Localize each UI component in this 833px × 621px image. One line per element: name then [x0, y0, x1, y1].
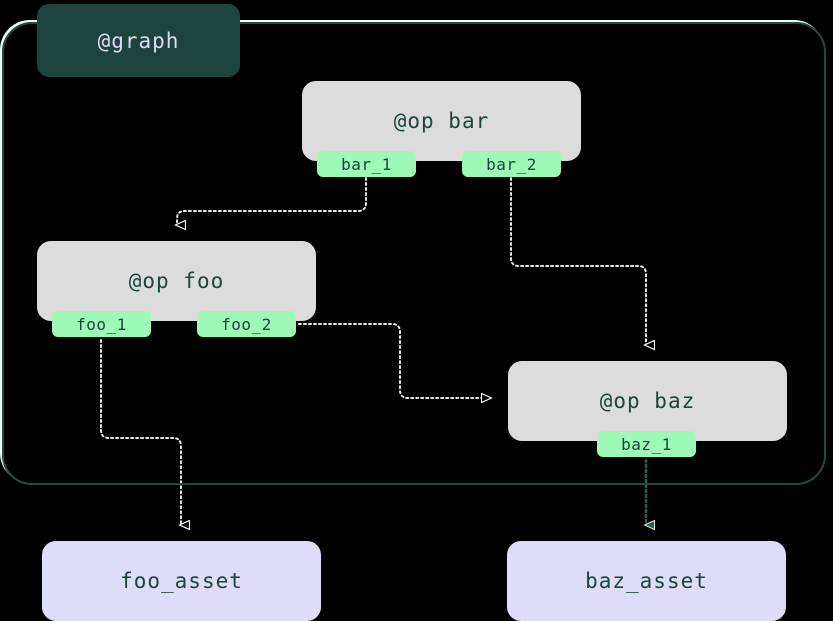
op-node-bar-label: @op bar [393, 109, 490, 133]
op-node-baz[interactable]: @op baz [508, 361, 787, 441]
port-bar-2-label: bar_2 [486, 154, 537, 174]
asset-node-baz-asset-label: baz_asset [585, 569, 708, 593]
port-bar-2[interactable]: bar_2 [462, 151, 561, 177]
asset-node-baz-asset[interactable]: baz_asset [507, 541, 786, 621]
op-node-foo[interactable]: @op foo [37, 241, 316, 321]
port-foo-1[interactable]: foo_1 [52, 311, 151, 337]
op-node-bar[interactable]: @op bar [302, 81, 581, 161]
asset-node-foo-asset-label: foo_asset [120, 569, 243, 593]
port-bar-1[interactable]: bar_1 [317, 151, 416, 177]
port-foo-1-label: foo_1 [76, 314, 127, 334]
subgraph-title-graph[interactable]: @graph [37, 4, 240, 77]
op-node-foo-label: @op foo [128, 269, 225, 293]
op-node-baz-label: @op baz [599, 389, 696, 413]
subgraph-title-label: @graph [97, 28, 180, 53]
port-baz-1[interactable]: baz_1 [597, 431, 696, 457]
asset-node-foo-asset[interactable]: foo_asset [42, 541, 321, 621]
port-foo-2[interactable]: foo_2 [197, 311, 296, 337]
port-foo-2-label: foo_2 [221, 314, 272, 334]
port-baz-1-label: baz_1 [621, 434, 672, 454]
port-bar-1-label: bar_1 [341, 154, 392, 174]
subgraph-container-graph[interactable] [2, 22, 826, 485]
